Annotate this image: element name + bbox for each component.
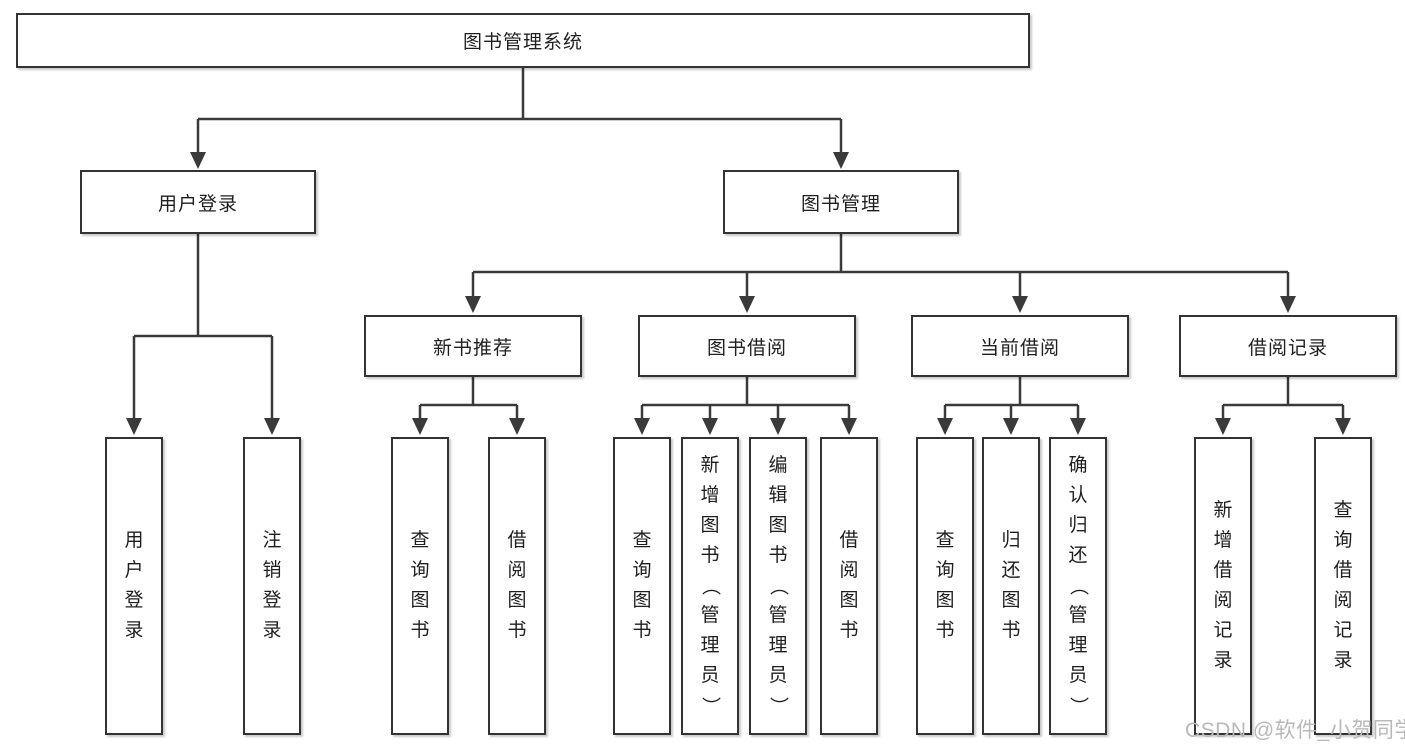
connector-root: [196, 68, 843, 154]
leaf-query-books-current-label: 查询图书: [935, 530, 955, 641]
node-new-book-recommend: 新书推荐: [364, 315, 582, 377]
leaf-confirm-return-admin: 确认归还（管理员）: [1049, 437, 1107, 735]
leaf-query-books-borrow: 查询图书: [613, 437, 671, 735]
node-borrow-records-label: 借阅记录: [1247, 337, 1328, 359]
connector-borrow-records: [1221, 377, 1345, 420]
csdn-watermark: CSDN @软件_小贺同学: [1185, 719, 1405, 742]
arrowhead: [937, 418, 953, 435]
leaf-add-books-admin-label: 新增图书（管理员）: [699, 455, 721, 716]
leaf-logout: 注销登录: [243, 437, 301, 735]
node-current-borrow: 当前借阅: [911, 315, 1129, 377]
connector-new-book: [418, 377, 519, 420]
connector-book-borrow: [640, 377, 851, 420]
arrowhead: [1070, 418, 1086, 435]
node-user-login-label: 用户登录: [157, 193, 238, 215]
leaf-add-borrow-record: 新增借阅记录: [1194, 437, 1252, 735]
leaf-edit-books-admin: 编辑图书（管理员）: [749, 437, 807, 735]
leaf-return-books: 归还图书: [982, 437, 1040, 735]
arrowhead: [770, 418, 786, 435]
connector-user-login: [132, 234, 274, 420]
arrowhead: [634, 418, 650, 435]
leaf-add-borrow-record-label: 新增借阅记录: [1213, 500, 1233, 671]
leaf-borrow-books-recommend-label: 借阅图书: [507, 530, 527, 641]
arrowhead: [190, 152, 206, 169]
leaf-borrow-books-label: 借阅图书: [839, 530, 859, 641]
leaf-borrow-books-recommend: 借阅图书: [488, 437, 546, 735]
arrowhead: [1335, 418, 1351, 435]
node-book-borrow-label: 图书借阅: [706, 337, 787, 359]
arrowhead: [412, 418, 428, 435]
arrowhead: [1003, 418, 1019, 435]
leaf-query-books-current: 查询图书: [916, 437, 974, 735]
leaf-edit-books-admin-label: 编辑图书（管理员）: [767, 455, 789, 716]
node-current-borrow-label: 当前借阅: [979, 337, 1060, 359]
arrowhead: [1215, 418, 1231, 435]
arrowhead: [264, 418, 280, 435]
node-user-login: 用户登录: [80, 170, 316, 234]
node-borrow-records: 借阅记录: [1179, 315, 1397, 377]
leaf-user-login: 用户登录: [105, 437, 163, 735]
leaf-borrow-books: 借阅图书: [820, 437, 878, 735]
node-new-book-recommend-label: 新书推荐: [432, 337, 513, 359]
leaf-logout-label: 注销登录: [262, 530, 282, 641]
arrowhead: [509, 418, 525, 435]
connector-current-borrow: [943, 377, 1080, 420]
node-root-label: 图书管理系统: [462, 32, 583, 53]
leaf-query-borrow-record: 查询借阅记录: [1314, 437, 1372, 735]
arrowhead: [739, 296, 755, 313]
node-root: 图书管理系统: [16, 13, 1030, 68]
leaf-query-books-recommend-label: 查询图书: [410, 530, 430, 641]
leaf-add-books-admin: 新增图书（管理员）: [681, 437, 739, 735]
arrowhead: [465, 296, 481, 313]
arrowhead: [126, 418, 142, 435]
node-book-mgmt-label: 图书管理: [800, 193, 881, 215]
node-book-mgmt: 图书管理: [723, 170, 959, 234]
arrowhead: [1012, 296, 1028, 313]
leaf-return-books-label: 归还图书: [1001, 530, 1021, 641]
node-book-borrow: 图书借阅: [638, 315, 856, 377]
leaf-user-login-label: 用户登录: [124, 530, 144, 641]
arrowhead: [841, 418, 857, 435]
leaf-query-books-borrow-label: 查询图书: [632, 530, 652, 641]
arrowhead: [1280, 296, 1296, 313]
connector-book-mgmt: [471, 234, 1290, 298]
leaf-query-borrow-record-label: 查询借阅记录: [1333, 500, 1353, 671]
leaf-query-books-recommend: 查询图书: [391, 437, 449, 735]
arrowhead: [702, 418, 718, 435]
arrowhead: [833, 152, 849, 169]
leaf-confirm-return-admin-label: 确认归还（管理员）: [1067, 455, 1089, 716]
